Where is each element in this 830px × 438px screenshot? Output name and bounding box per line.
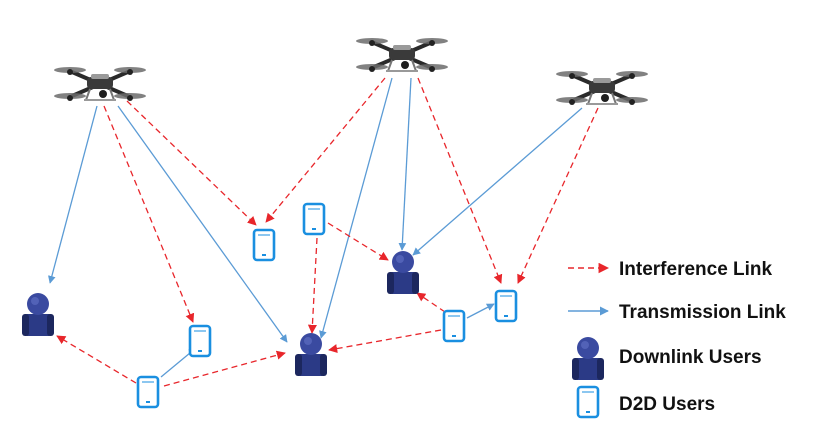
interference-link	[103, 105, 195, 323]
interference-links	[56, 77, 599, 387]
drone-icon	[52, 65, 148, 103]
legend-transmission-label: Transmission Link	[619, 302, 786, 323]
transmission-link	[466, 303, 495, 319]
interference-link	[328, 329, 442, 354]
drone-icon	[354, 36, 450, 74]
legend: Interference Link Transmission Link Down…	[568, 259, 786, 419]
d2d-phone-icon	[188, 324, 212, 358]
downlink-user-icon	[387, 251, 419, 294]
d2d-phone-icon	[252, 228, 276, 262]
d2d-phone-icon	[494, 289, 518, 323]
legend-d2d-label: D2D Users	[619, 394, 715, 415]
interference-link	[265, 77, 386, 223]
legend-interference-label: Interference Link	[619, 259, 773, 280]
legend-downlink-label: Downlink Users	[619, 347, 762, 368]
transmission-link	[412, 107, 583, 256]
interference-link	[56, 335, 137, 384]
downlink-user-icon	[22, 293, 54, 336]
interference-link	[517, 107, 599, 284]
interference-link	[126, 100, 257, 226]
transmission-link	[319, 77, 393, 339]
interference-link	[163, 350, 286, 387]
d2d-phone-icon	[442, 309, 466, 343]
transmission-links	[48, 77, 583, 378]
legend-phone-icon	[576, 385, 600, 419]
legend-user-icon	[572, 337, 604, 380]
transmission-link	[398, 77, 412, 251]
d2d-phone-icon	[302, 202, 326, 236]
drone-icon	[554, 69, 650, 107]
downlink-user-icon	[295, 333, 327, 376]
interference-link	[327, 222, 389, 261]
interference-link	[416, 292, 446, 313]
d2d-phone-icon	[136, 375, 160, 409]
interference-link	[417, 77, 503, 284]
interference-link	[307, 237, 318, 334]
transmission-link	[48, 105, 98, 284]
transmission-link	[117, 105, 288, 343]
